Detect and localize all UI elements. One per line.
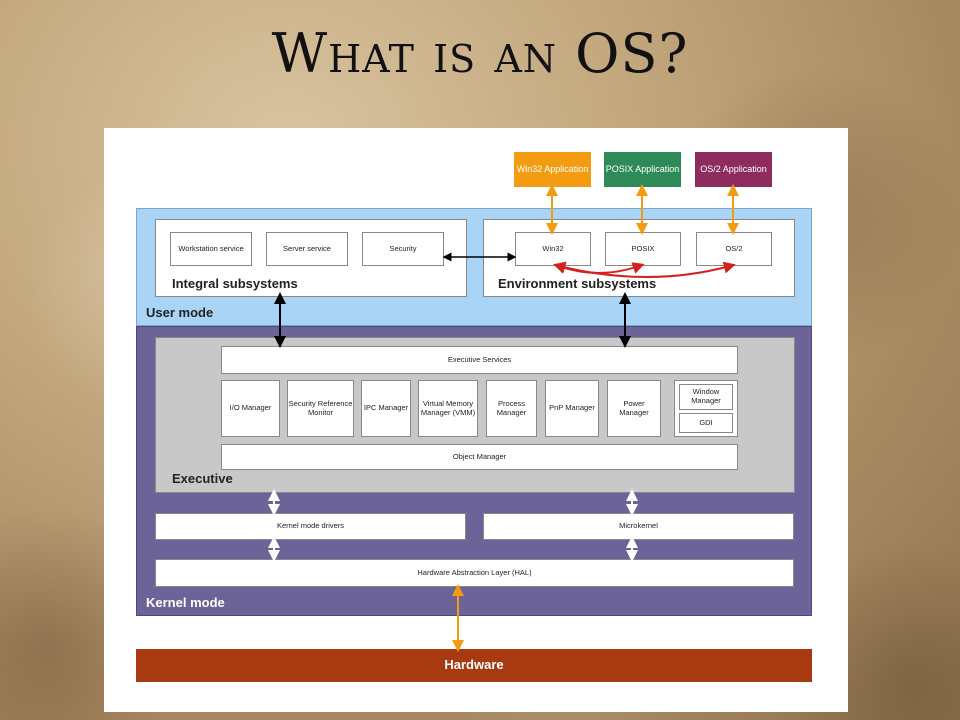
- security-box: Security: [362, 232, 444, 266]
- kernel-mode-label: Kernel mode: [146, 595, 225, 610]
- pnp-manager-box: PnP Manager: [545, 380, 599, 437]
- executive-label: Executive: [172, 471, 233, 486]
- hardware-box: Hardware: [136, 649, 812, 682]
- executive-services-box: Executive Services: [221, 346, 738, 374]
- slide-title: What is an OS?: [271, 22, 689, 85]
- integral-subsystems-label: Integral subsystems: [172, 276, 298, 291]
- security-reference-monitor-box: Security Reference Monitor: [287, 380, 354, 437]
- os2-subsystem-box: OS/2: [696, 232, 772, 266]
- workstation-service-box: Workstation service: [170, 232, 252, 266]
- window-manager-box: Window Manager: [679, 384, 733, 410]
- os2-application-box: OS/2 Application: [695, 152, 772, 187]
- process-manager-box: Process Manager: [486, 380, 537, 437]
- os-architecture-diagram: Win32 Application POSIX Application OS/2…: [104, 128, 848, 712]
- power-manager-box: Power Manager: [607, 380, 661, 437]
- io-manager-box: I/O Manager: [221, 380, 280, 437]
- virtual-memory-manager-box: Virtual Memory Manager (VMM): [418, 380, 478, 437]
- object-manager-box: Object Manager: [221, 444, 738, 470]
- microkernel-box: Microkernel: [483, 513, 794, 540]
- gdi-box: GDI: [679, 413, 733, 433]
- win32-subsystem-box: Win32: [515, 232, 591, 266]
- win32-application-box: Win32 Application: [514, 152, 591, 187]
- ipc-manager-box: IPC Manager: [361, 380, 411, 437]
- hal-box: Hardware Abstraction Layer (HAL): [155, 559, 794, 587]
- kernel-mode-drivers-box: Kernel mode drivers: [155, 513, 466, 540]
- posix-subsystem-box: POSIX: [605, 232, 681, 266]
- environment-subsystems-label: Environment subsystems: [498, 276, 657, 291]
- posix-application-box: POSIX Application: [604, 152, 681, 187]
- server-service-box: Server service: [266, 232, 348, 266]
- user-mode-label: User mode: [146, 305, 214, 320]
